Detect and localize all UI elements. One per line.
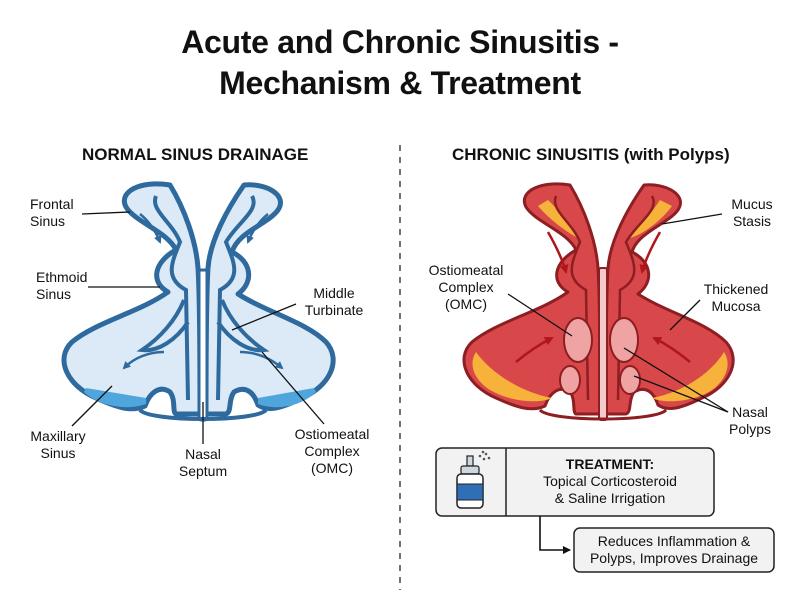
- outcome-line-2: Polyps, Improves Drainage: [589, 550, 759, 566]
- treatment-line-2: & Saline Irrigation: [554, 490, 666, 506]
- drainage-arrow-icon: [246, 213, 269, 244]
- leader-thickened-mucosa: [669, 299, 701, 331]
- chronic-polyp: [559, 365, 581, 395]
- chronic-polyp: [563, 317, 593, 363]
- leader-omc-chronic: [507, 293, 573, 337]
- normal-right-middle-turbinate: [216, 299, 270, 353]
- normal-left-inner-channel: [153, 195, 190, 401]
- chronic-right-maxillary-mucus: [652, 352, 728, 402]
- chronic-right-frontal-mucus: [630, 200, 672, 238]
- outcome-box: [573, 527, 775, 573]
- normal-right-inner-channel: [216, 195, 256, 401]
- normal-sinus-anatomy: [61, 181, 336, 422]
- leader-frontal-sinus: [81, 211, 131, 215]
- page-title-line-1: Acute and Chronic Sinusitis -: [181, 24, 619, 60]
- chronic-polyp: [609, 317, 639, 363]
- chronic-left-inner-channel: [553, 195, 590, 401]
- normal-left-middle-turbinate: [136, 299, 190, 353]
- nasal-spray-icon: [456, 450, 491, 509]
- treatment-line-1: Topical Corticosteroid: [543, 473, 677, 489]
- leader-maxillary-sinus: [71, 385, 113, 427]
- blocked-flow-arrow-icon: [639, 231, 662, 274]
- chronic-heading: CHRONIC SINUSITIS (with Polyps): [452, 145, 730, 164]
- normal-right-maxillary-fluid: [258, 388, 316, 408]
- chronic-left-maxillary-mucus: [472, 352, 552, 402]
- outcome-line-1: Reduces Inflammation &: [597, 533, 751, 549]
- blocked-flow-arrow-icon: [515, 336, 554, 363]
- blocked-flow-arrow-icon: [546, 231, 569, 274]
- outcome-connector-arrow: [539, 516, 571, 554]
- drainage-arrow-icon: [239, 350, 284, 370]
- chronic-left-frontal-mucus: [538, 200, 578, 238]
- chronic-polyp: [619, 365, 641, 395]
- treatment-text: TREATMENT: Topical Corticosteroid & Sali…: [506, 456, 714, 507]
- leader-middle-turbinate: [231, 303, 297, 331]
- page-title: Acute and Chronic Sinusitis - Mechanism …: [0, 22, 800, 104]
- normal-left-maxillary-fluid: [84, 388, 146, 408]
- leader-polyp-b: [623, 347, 729, 413]
- chronic-right-inner-channel: [616, 195, 655, 401]
- leader-mucus-stasis: [661, 213, 723, 225]
- drainage-arrow-icon: [139, 213, 162, 244]
- chronic-nasal-floor: [538, 408, 668, 421]
- outcome-text: Reduces Inflammation & Polyps, Improves …: [574, 533, 774, 567]
- chronic-nasal-septum: [598, 267, 608, 421]
- blocked-flow-arrow-icon: [652, 336, 691, 363]
- treatment-heading: TREATMENT:: [565, 456, 655, 472]
- normal-heading: NORMAL SINUS DRAINAGE: [82, 145, 309, 164]
- normal-nasal-septum: [197, 268, 209, 422]
- leader-omc-normal: [261, 351, 325, 425]
- leader-polyp-a: [633, 375, 729, 413]
- page-title-line-2: Mechanism & Treatment: [219, 65, 581, 101]
- drainage-arrow-icon: [122, 350, 165, 370]
